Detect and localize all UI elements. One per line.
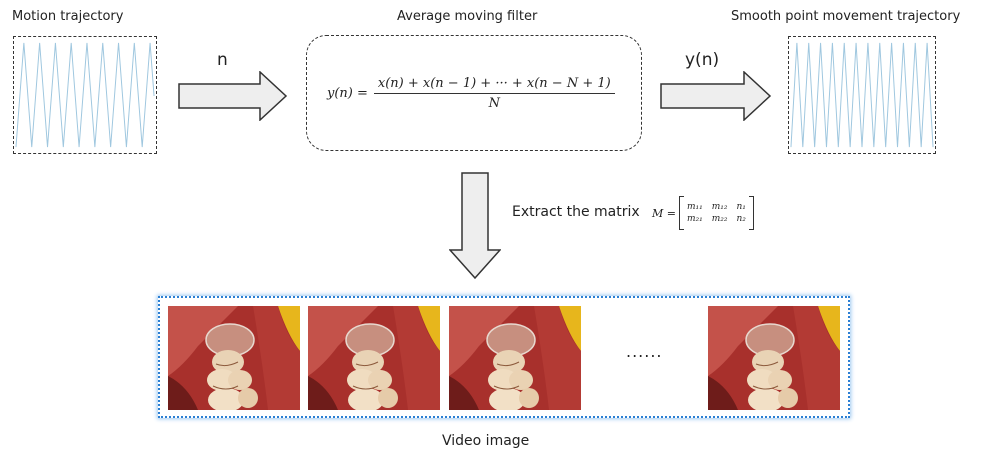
matrix-expression: M = m₁₁ m₁₂ n₁ m₂₁ m₂₂ n₂ bbox=[652, 196, 754, 230]
video-strip: ...... bbox=[158, 296, 850, 418]
video-frame bbox=[168, 306, 300, 410]
smooth-trajectory-wave bbox=[790, 42, 934, 148]
video-image-label: Video image bbox=[442, 433, 530, 449]
matrix-cell: m₂₂ bbox=[711, 214, 728, 224]
average-filter-label: Average moving filter bbox=[397, 9, 538, 24]
video-frame bbox=[308, 306, 440, 410]
formula-fraction: x(n) + x(n − 1) + ··· + x(n − N + 1) N bbox=[373, 76, 615, 111]
down-arrow-icon bbox=[449, 172, 501, 280]
filter-formula: y(n) = x(n) + x(n − 1) + ··· + x(n − N +… bbox=[327, 76, 615, 111]
left-bracket bbox=[678, 196, 684, 230]
matrix-cell: m₂₁ bbox=[686, 214, 703, 224]
motion-trajectory-plot bbox=[13, 36, 157, 154]
matrix-lhs: M = bbox=[652, 206, 676, 220]
smooth-trajectory-label: Smooth point movement trajectory bbox=[731, 9, 961, 24]
dental-frame-image bbox=[168, 306, 300, 410]
dental-frame-image bbox=[449, 306, 581, 410]
video-frame bbox=[449, 306, 581, 410]
motion-trajectory-wave bbox=[15, 42, 155, 148]
input-variable-label: n bbox=[217, 50, 228, 70]
ellipsis: ...... bbox=[626, 342, 663, 361]
formula-lhs: y(n) = bbox=[327, 86, 368, 101]
smooth-trajectory-plot bbox=[788, 36, 936, 154]
matrix-cell: m₁₂ bbox=[711, 202, 728, 212]
average-filter-box: y(n) = x(n) + x(n − 1) + ··· + x(n − N +… bbox=[306, 35, 642, 151]
matrix-cell: n₁ bbox=[736, 202, 746, 212]
matrix-cell: n₂ bbox=[736, 214, 746, 224]
extract-matrix-label: Extract the matrix bbox=[512, 204, 640, 220]
motion-trajectory-label: Motion trajectory bbox=[12, 9, 124, 24]
dental-frame-image bbox=[708, 306, 840, 410]
matrix-grid: m₁₁ m₁₂ n₁ m₂₁ m₂₂ n₂ bbox=[684, 202, 749, 224]
right-arrow-icon bbox=[660, 71, 772, 121]
formula-denominator: N bbox=[488, 96, 500, 111]
right-arrow-icon bbox=[178, 71, 288, 121]
matrix-cell: m₁₁ bbox=[686, 202, 703, 212]
output-variable-label: y(n) bbox=[685, 50, 720, 70]
right-bracket bbox=[748, 196, 754, 230]
formula-numerator: x(n) + x(n − 1) + ··· + x(n − N + 1) bbox=[373, 76, 615, 94]
video-frame bbox=[708, 306, 840, 410]
dental-frame-image bbox=[308, 306, 440, 410]
